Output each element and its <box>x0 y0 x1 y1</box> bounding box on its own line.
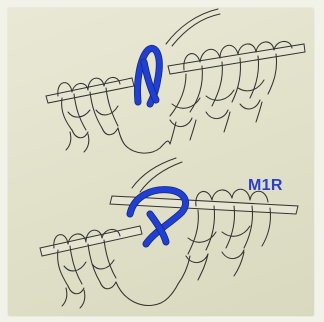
right-needle-top <box>168 44 305 74</box>
working-yarn-top <box>166 9 220 46</box>
lifted-bar-top <box>137 48 159 104</box>
fabric-rows-bottom <box>62 252 244 308</box>
m1r-label: M1R <box>248 177 283 195</box>
fabric-rows-top <box>66 102 262 153</box>
top-step-illustration <box>46 9 305 153</box>
twisted-stitch-bottom <box>130 190 186 244</box>
